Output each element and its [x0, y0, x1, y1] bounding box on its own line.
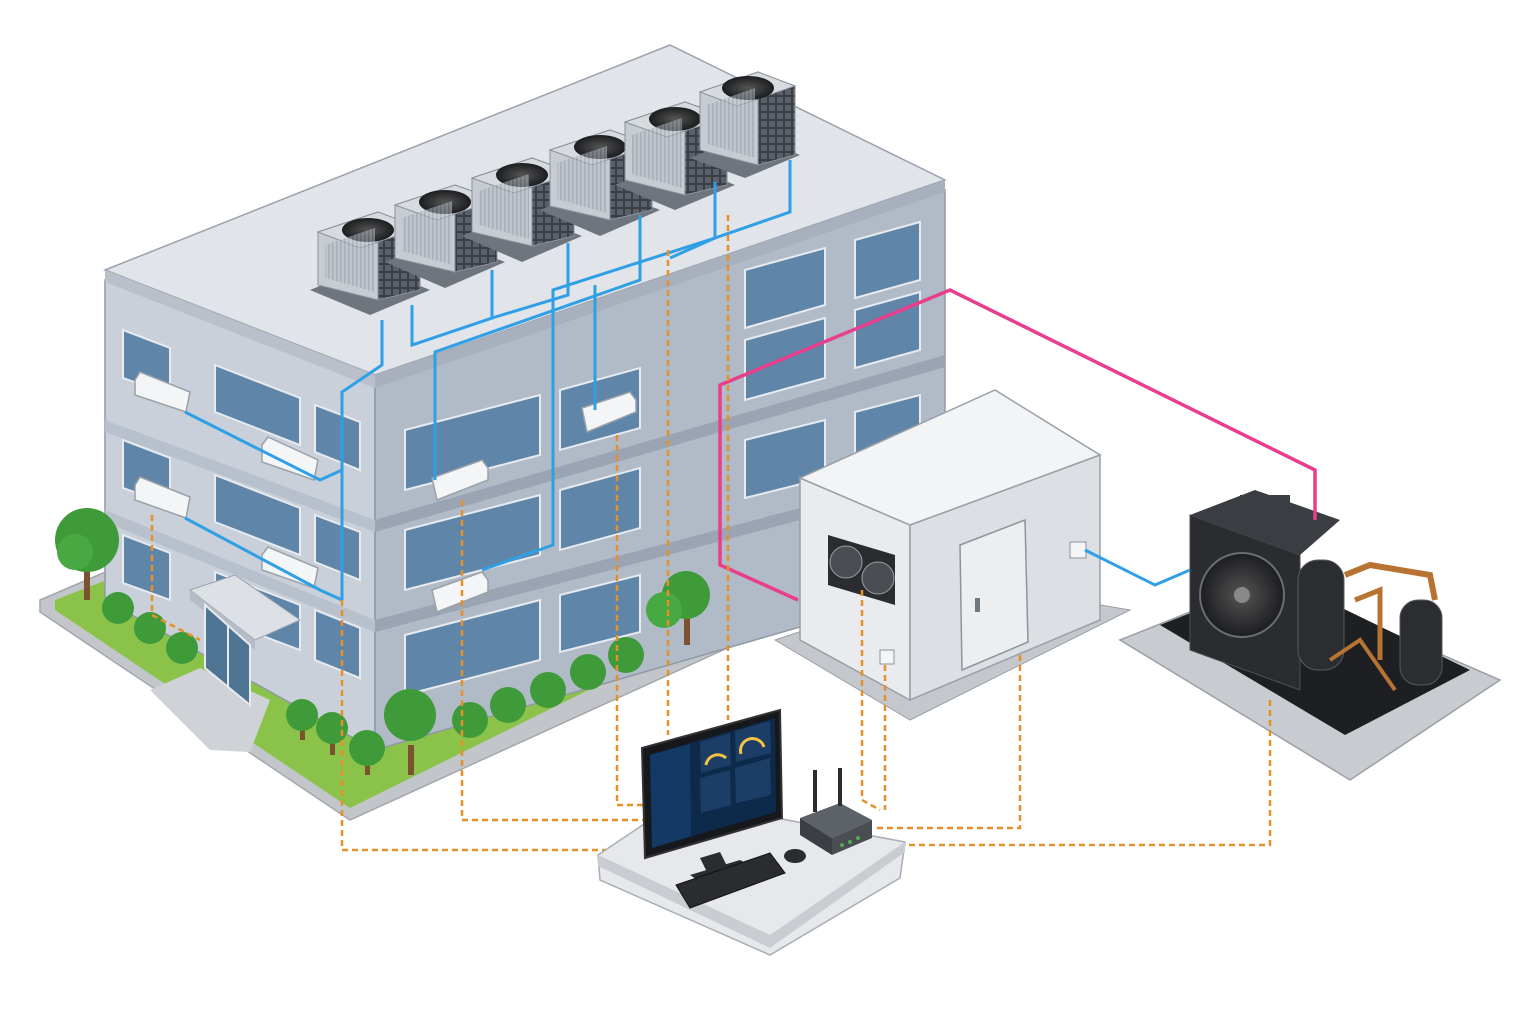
fan-icon: [829, 545, 863, 579]
tree-icon: [286, 699, 318, 740]
tree-icon: [349, 730, 385, 775]
tree-icon: [570, 654, 606, 690]
router-icon: [800, 768, 872, 855]
tree-icon: [316, 712, 348, 755]
compressor-icon: [1399, 599, 1443, 686]
split-ac-icon: [134, 371, 191, 413]
split-ac-icon: [581, 391, 637, 434]
cold-room: [773, 389, 1132, 721]
split-ac-icon: [431, 571, 489, 614]
control-lines: [150, 215, 1272, 852]
tree-icon: [102, 592, 134, 624]
split-ac-icon: [261, 546, 319, 589]
tree-icon: [384, 689, 436, 775]
rooftop-unit-6: [690, 71, 800, 178]
building-entrance: [188, 574, 302, 708]
split-ac-icon: [431, 459, 489, 502]
split-ac-icon: [261, 436, 319, 481]
tree-icon: [490, 687, 526, 723]
tree-icon: [166, 632, 198, 664]
tree-icon: [452, 702, 488, 738]
rooftop-units: [310, 71, 800, 315]
tree-icon: [530, 672, 566, 708]
tree-icon: [608, 637, 644, 673]
hot-gas-line: [718, 288, 1317, 602]
rooftop-unit-5: [615, 101, 735, 210]
tree-icon: [134, 612, 166, 644]
refrigerant-lines: [184, 160, 1191, 602]
tree-icon: [646, 571, 710, 645]
fan-icon: [861, 561, 895, 595]
split-ac-icon: [134, 476, 191, 519]
trees: [55, 508, 710, 775]
tree-icon: [55, 508, 119, 600]
building-windows-side: [404, 220, 921, 697]
compressor-icon: [1297, 559, 1345, 671]
mouse-icon: [784, 849, 806, 863]
indoor-units: [134, 371, 637, 614]
fan-icon: [722, 76, 774, 100]
condensing-unit: [1118, 490, 1502, 781]
keyboard-icon: [675, 852, 786, 909]
